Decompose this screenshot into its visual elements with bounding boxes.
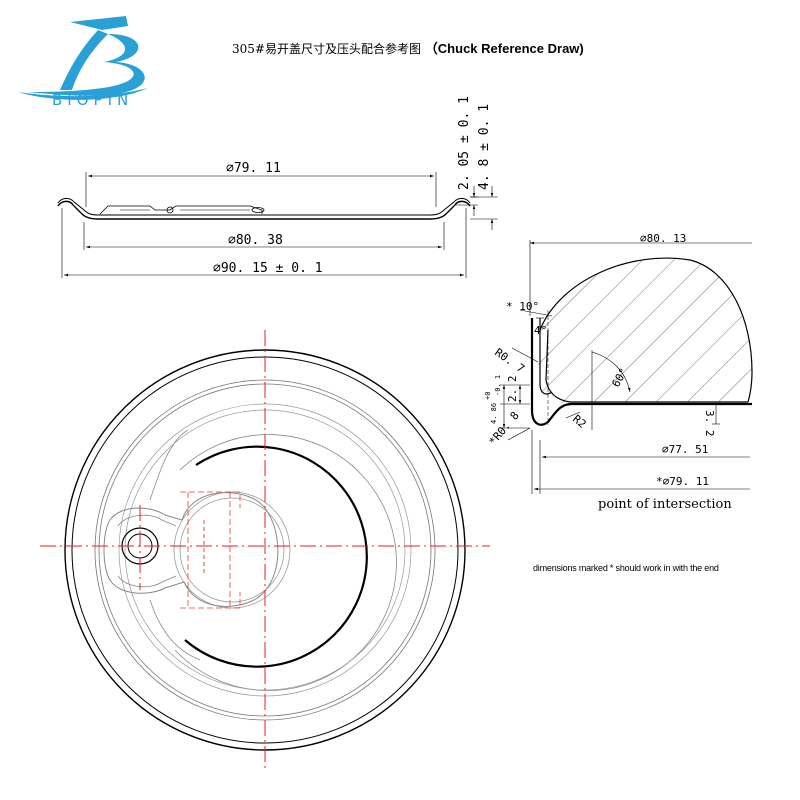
title-cn: 305#易开盖尺寸及压头配合参考图 (232, 42, 421, 56)
top-view (40, 330, 490, 770)
dim-d-outer: ∅90. 15 ± 0. 1 (213, 261, 323, 276)
biopin-logo (18, 16, 148, 100)
dim-d7751: ∅77. 51 (662, 443, 708, 456)
dim-d7911: *∅79. 11 (656, 475, 709, 488)
dim-v32: 3. 2 (703, 410, 716, 437)
angle-10: * 10° (506, 300, 539, 313)
tol-minus: -0. 1 (494, 375, 502, 396)
dim-d-mid: ∅80. 38 (228, 233, 283, 248)
angle-4: 4° (534, 324, 547, 337)
footnote: dimensions marked * should work in with … (533, 563, 719, 573)
tol-plus: +0 (484, 392, 492, 400)
dim-d-top: ∅80. 13 (640, 232, 686, 245)
dim-h486: 4. 86 (490, 403, 498, 424)
profile-view (57, 172, 498, 278)
title-en: （Chuck Reference Draw) (424, 41, 584, 56)
radius-07: R0. 7 (492, 346, 527, 376)
dim-d-inner: ∅79. 11 (226, 161, 281, 176)
dim-h1: 2. 05 ± 0. 1 (457, 96, 472, 190)
drawing-title: 305#易开盖尺寸及压头配合参考图 （Chuck Reference Draw) (232, 38, 584, 57)
dim-h2: 4. 8 ± 0. 1 (477, 104, 492, 190)
detail-view (500, 240, 753, 494)
dim-h22: 2. 2 (506, 376, 519, 403)
point-of-intersection: point of intersection (598, 497, 732, 512)
logo-text: BIOPIN (52, 91, 134, 109)
